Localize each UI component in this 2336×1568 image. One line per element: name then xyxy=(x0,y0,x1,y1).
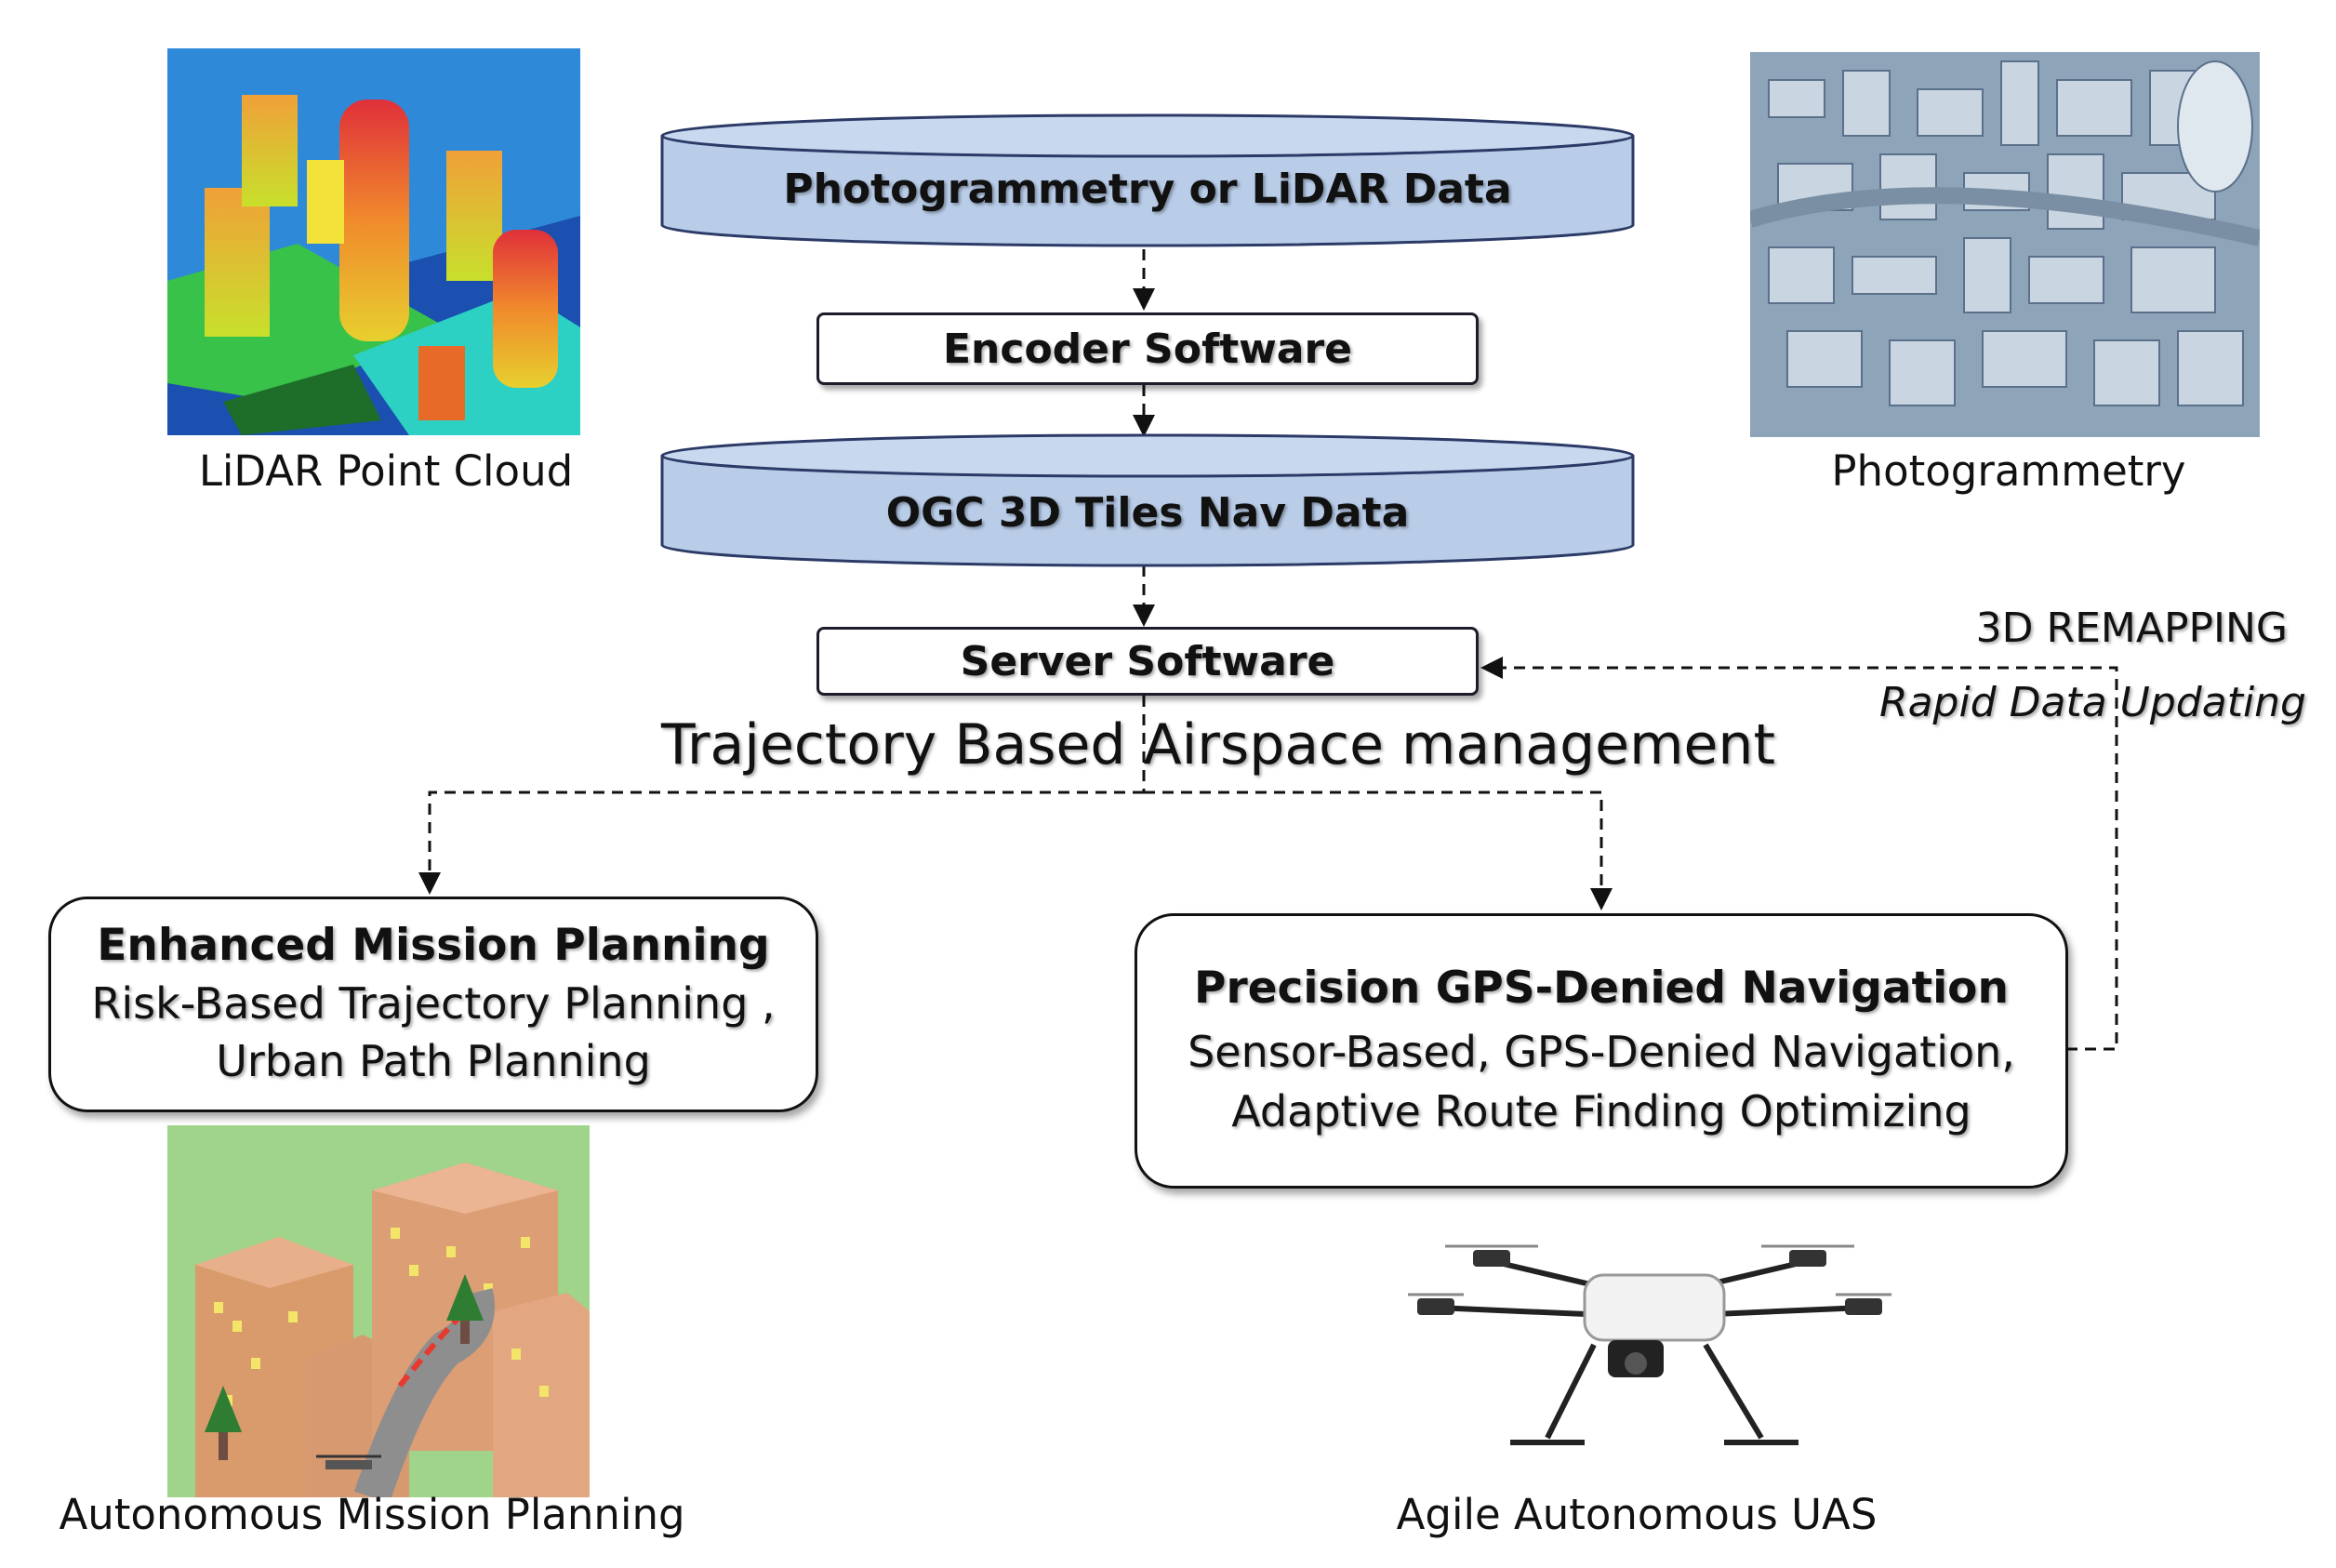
photogrammetry-caption: Photogrammetry xyxy=(1831,446,2186,496)
mission-planning-line2: Urban Path Planning xyxy=(216,1036,651,1086)
drone-image xyxy=(1408,1224,1891,1456)
source-data-cylinder: Photogrammetry or LiDAR Data xyxy=(660,113,1635,247)
lidar-caption: LiDAR Point Cloud xyxy=(198,446,574,496)
remapping-subtitle: Rapid Data Updating xyxy=(1879,679,2306,726)
arrow-to-mission-planning xyxy=(418,791,1144,895)
uas-caption: Agile Autonomous UAS xyxy=(1396,1490,1878,1539)
lidar-point-cloud-image xyxy=(167,48,580,435)
arrow-remapping-feedback xyxy=(1480,657,2118,1051)
photogrammetry-image xyxy=(1750,52,2260,437)
source-data-label: Photogrammetry or LiDAR Data xyxy=(783,166,1512,213)
mission-planning-illustration xyxy=(167,1125,590,1497)
airspace-management-label: Trajectory Based Airspace management xyxy=(661,712,1775,777)
server-software-box: Server Software xyxy=(816,627,1479,696)
nav-data-label: OGC 3D Tiles Nav Data xyxy=(885,489,1410,537)
mission-planning-title: Enhanced Mission Planning xyxy=(97,920,770,971)
nav-data-cylinder: OGC 3D Tiles Nav Data xyxy=(660,433,1635,567)
navigation-title: Precision GPS-Denied Navigation xyxy=(1194,963,2009,1014)
arrow-to-navigation xyxy=(1144,791,1613,910)
mission-planning-box: Enhanced Mission Planning Risk-Based Tra… xyxy=(48,897,818,1112)
navigation-line1: Sensor-Based, GPS-Denied Navigation, xyxy=(1188,1027,2015,1077)
navigation-line2: Adaptive Route Finding Optimizing xyxy=(1231,1086,1971,1136)
mission-planning-caption: Autonomous Mission Planning xyxy=(59,1490,685,1539)
remapping-title: 3D REMAPPING xyxy=(1975,605,2288,652)
encoder-software-box: Encoder Software xyxy=(816,312,1479,385)
gps-denied-navigation-box: Precision GPS-Denied Navigation Sensor-B… xyxy=(1135,913,2068,1189)
mission-planning-line1: Risk-Based Trajectory Planning , xyxy=(91,978,776,1029)
